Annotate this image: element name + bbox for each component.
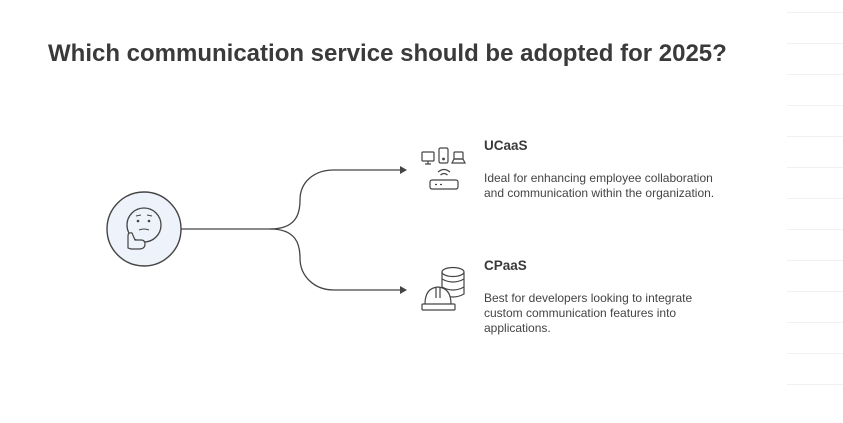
- arrowhead-cpaas: [400, 286, 407, 294]
- page-title: Which communication service should be ad…: [48, 40, 727, 67]
- option-heading-ucaas: UCaaS: [484, 138, 528, 153]
- background-stripes: [787, 12, 843, 412]
- database-hardhat-icon: [421, 266, 465, 311]
- thinking-face-icon: [106, 191, 182, 267]
- option-description-ucaas: Ideal for enhancing employee collaborati…: [484, 171, 715, 200]
- connector-ucaas: [269, 169, 400, 230]
- devices-network-icon: [421, 147, 466, 190]
- connector-lines: [181, 169, 400, 291]
- arrowhead-ucaas: [400, 166, 407, 174]
- connector-cpaas: [269, 228, 400, 291]
- option-heading-cpaas: CPaaS: [484, 258, 527, 273]
- option-description-cpaas: Best for developers looking to integrate…: [484, 291, 693, 335]
